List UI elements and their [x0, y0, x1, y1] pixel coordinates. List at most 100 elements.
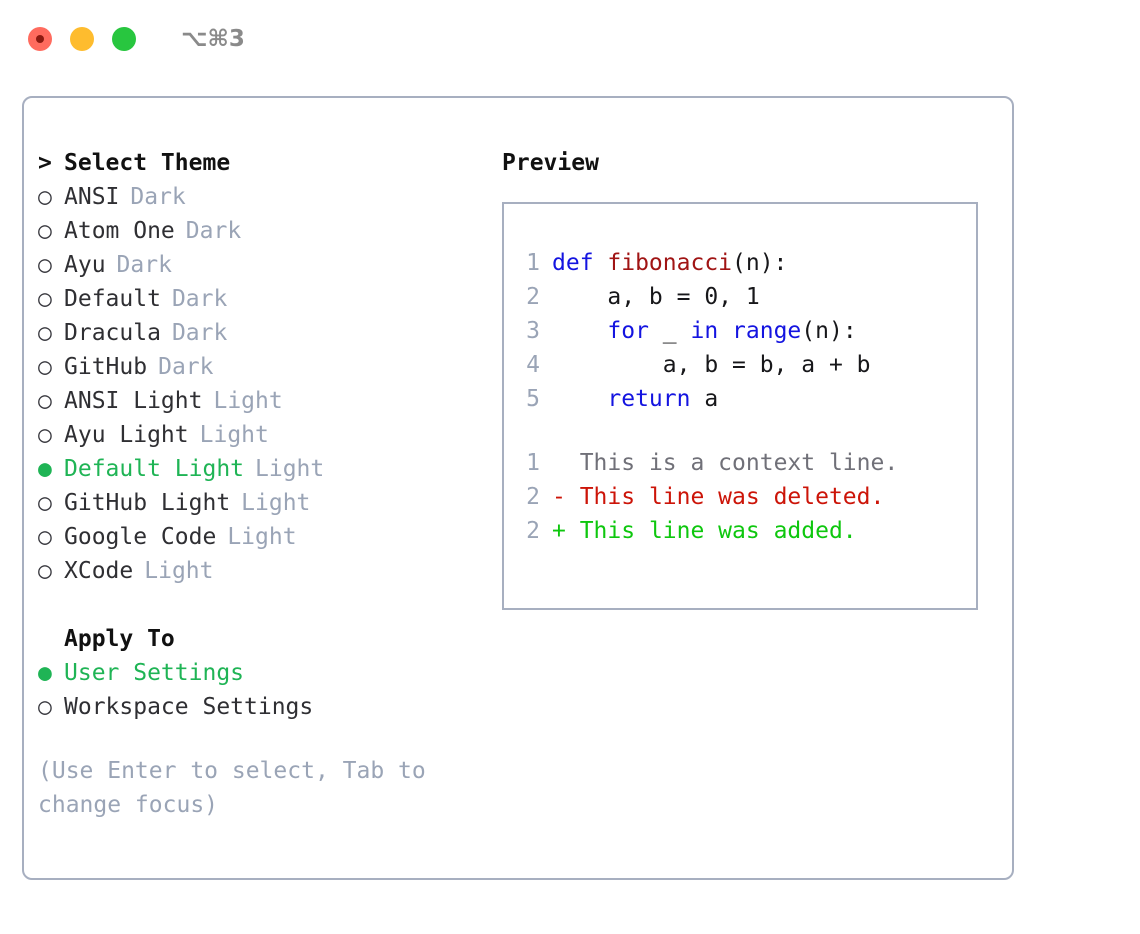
code-token-plain: (n): [732, 250, 788, 276]
diff-line-text: This line was added. [565, 518, 857, 544]
apply-to-option-label: User Settings [64, 660, 245, 686]
keyboard-hint-text: (Use Enter to select, Tab to change focu… [38, 758, 440, 818]
theme-option-xcode[interactable]: ○ XCode Light [38, 554, 498, 588]
theme-option-label: GitHub Light [64, 490, 231, 516]
code-token-plain: a, b = b, a + b [552, 352, 871, 378]
prompt-caret-icon: > [38, 150, 52, 176]
code-token-plain [718, 318, 732, 344]
line-number: 5 [526, 386, 540, 412]
radio-unselected-icon: ○ [38, 218, 52, 244]
theme-option-variant-badge: Light [213, 388, 283, 414]
diff-line: 1 This is a context line. [514, 446, 970, 480]
theme-option-ansi[interactable]: ○ ANSI Dark [38, 180, 498, 214]
maximize-button[interactable] [112, 27, 136, 51]
diff-marker [552, 446, 566, 480]
line-number: 2 [526, 284, 540, 310]
radio-unselected-icon: ○ [38, 184, 52, 210]
theme-option-variant-badge: Light [199, 422, 269, 448]
code-line: 2 a, b = 0, 1 [514, 280, 970, 314]
radio-unselected-icon: ○ [38, 558, 52, 584]
radio-unselected-icon: ○ [38, 524, 52, 550]
theme-option-label: Default [64, 286, 161, 312]
diff-line-text: This line was deleted. [565, 484, 885, 510]
code-line: 1 def fibonacci(n): [514, 246, 970, 280]
theme-option-variant-badge: Light [227, 524, 297, 550]
theme-option-label: Ayu [64, 252, 106, 278]
line-number: 2 [526, 484, 540, 510]
code-blank-separator [514, 416, 970, 446]
code-token-plain [552, 318, 607, 344]
code-token-kw: for [607, 318, 649, 344]
theme-option-label: ANSI Light [64, 388, 203, 414]
theme-option-label: ANSI [64, 184, 120, 210]
keyboard-shortcut-label: ⌥⌘3 [181, 26, 245, 52]
close-button[interactable] [28, 27, 52, 51]
code-token-kw: return [607, 386, 691, 412]
radio-unselected-icon: ○ [38, 694, 52, 720]
select-theme-header-label: Select Theme [64, 150, 231, 176]
theme-option-github-light[interactable]: ○ GitHub Light Light [38, 486, 498, 520]
apply-to-option-workspace-settings[interactable]: ○ Workspace Settings [38, 690, 498, 724]
theme-option-variant-badge: Dark [130, 184, 186, 210]
diff-marker: - [552, 484, 566, 510]
theme-option-label: Default Light [64, 456, 245, 482]
theme-option-variant-badge: Dark [116, 252, 172, 278]
radio-unselected-icon: ○ [38, 320, 52, 346]
theme-option-variant-badge: Dark [171, 286, 228, 312]
theme-option-variant-badge: Light [144, 558, 214, 584]
theme-option-variant-badge: Dark [171, 320, 228, 346]
theme-option-variant-badge: Light [241, 490, 311, 516]
select-theme-header: > Select Theme [38, 146, 498, 180]
theme-option-label: XCode [64, 558, 134, 584]
theme-option-label: GitHub [64, 354, 148, 380]
theme-option-ayu-light[interactable]: ○ Ayu Light Light [38, 418, 498, 452]
theme-option-variant-badge: Light [255, 456, 325, 482]
code-line: 4 a, b = b, a + b [514, 348, 970, 382]
radio-selected-icon: ● [38, 456, 52, 482]
code-token-kw: range [732, 318, 802, 344]
theme-option-default-light[interactable]: ● Default Light Light [38, 452, 498, 486]
code-token-plain [552, 386, 607, 412]
apply-to-option-user-settings[interactable]: ● User Settings [38, 656, 498, 690]
theme-option-label: Ayu Light [64, 422, 189, 448]
theme-option-label: Atom One [64, 218, 175, 244]
radio-unselected-icon: ○ [38, 422, 52, 448]
preview-title: Preview [502, 150, 599, 176]
code-token-plain: a, b = 0, 1 [552, 284, 760, 310]
radio-unselected-icon: ○ [38, 354, 52, 380]
diff-line-text: This is a context line. [565, 450, 899, 476]
line-number: 1 [526, 450, 540, 476]
code-token-plain: a [690, 386, 719, 412]
radio-unselected-icon: ○ [38, 490, 52, 516]
line-number: 1 [526, 250, 540, 276]
line-number: 4 [526, 352, 540, 378]
apply-to-option-label: Workspace Settings [64, 694, 314, 720]
theme-option-ayu[interactable]: ○ Ayu Dark [38, 248, 498, 282]
code-token-fn: fibonacci [607, 250, 733, 276]
code-line-text: a, b = 0, 1 [552, 280, 760, 314]
radio-unselected-icon: ○ [38, 252, 52, 278]
code-line: 5 return a [514, 382, 970, 416]
list-spacer [38, 588, 498, 622]
title-bar: ⌥⌘3 [0, 0, 1140, 78]
code-token-kw: def [552, 250, 608, 276]
minimize-button[interactable] [70, 27, 94, 51]
code-line-text: def fibonacci(n): [552, 246, 787, 280]
radio-selected-icon: ● [38, 660, 52, 686]
code-line-text: for _ in range(n): [552, 314, 856, 348]
code-token-plain: _ [648, 318, 691, 344]
code-line-text: a, b = b, a + b [552, 348, 871, 382]
